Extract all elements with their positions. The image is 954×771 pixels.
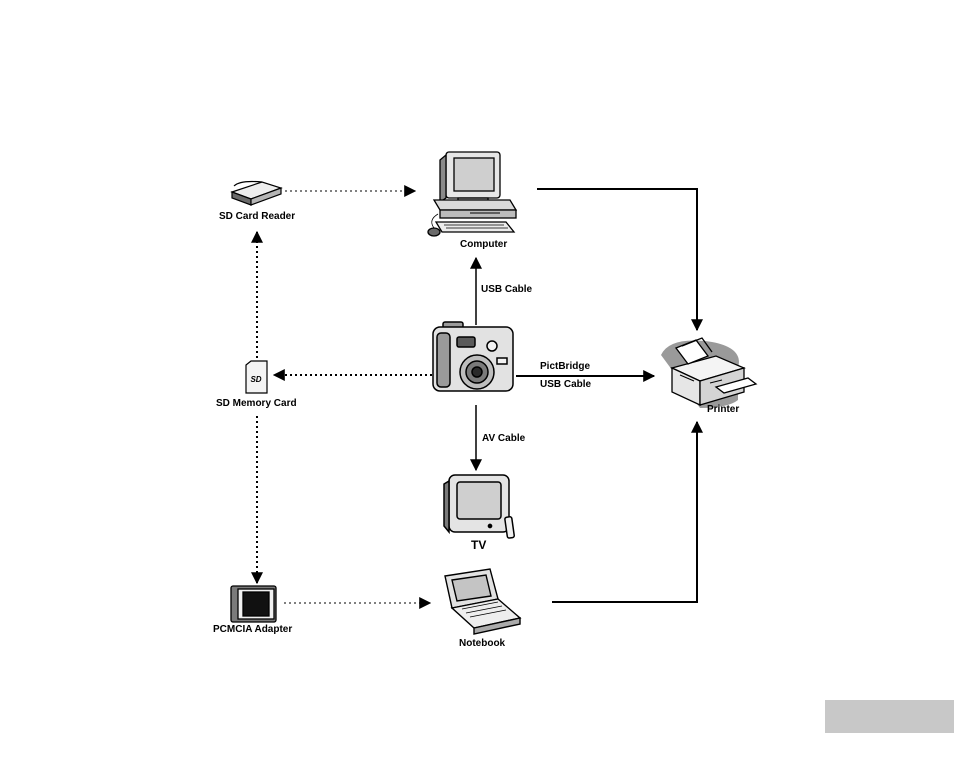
tv-label: TV — [471, 539, 486, 551]
notebook-icon — [445, 569, 520, 634]
usb-cable-computer-label: USB Cable — [481, 284, 532, 296]
pictbridge-label: PictBridge — [540, 361, 590, 373]
digital-camera-icon — [433, 322, 513, 391]
computer-to-printer-line — [537, 189, 697, 330]
notebook-to-printer-line — [552, 422, 697, 602]
computer-label: Computer — [460, 239, 507, 251]
computer-icon — [428, 152, 516, 236]
sd-card-reader-icon — [232, 182, 281, 206]
printer-label: Printer — [707, 404, 739, 416]
page-corner-tab — [825, 700, 954, 733]
pcmcia-adapter-icon — [231, 586, 276, 622]
sd-memory-card-label: SD Memory Card — [216, 398, 297, 410]
tv-icon — [444, 475, 514, 538]
sd-card-reader-label: SD Card Reader — [219, 211, 295, 223]
av-cable-label: AV Cable — [482, 433, 525, 445]
sd-logo-mark: SD — [250, 375, 261, 384]
notebook-label: Notebook — [459, 638, 505, 650]
pcmcia-adapter-label: PCMCIA Adapter — [213, 624, 292, 636]
printer-icon — [661, 338, 756, 408]
usb-cable-printer-label: USB Cable — [540, 379, 591, 391]
sd-memory-card-icon: SD — [246, 361, 267, 393]
